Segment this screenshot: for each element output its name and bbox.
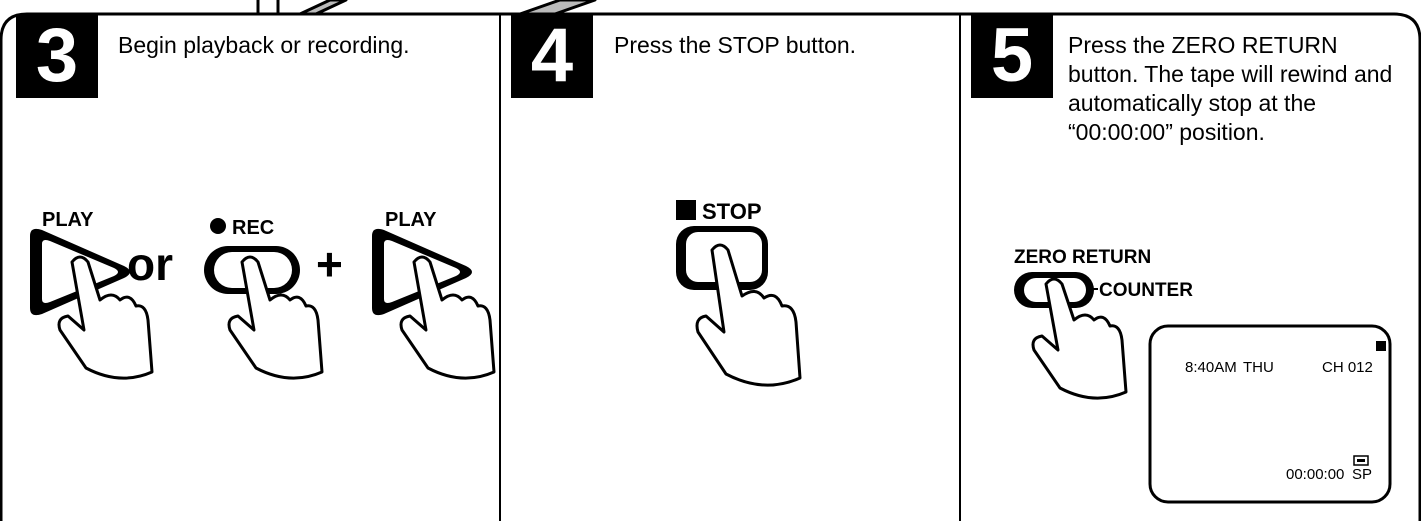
display-day: THU — [1243, 359, 1274, 376]
step-number-badge: 5 — [971, 14, 1053, 98]
or-text: or — [127, 238, 173, 290]
play-label: PLAY — [385, 209, 437, 231]
step-number-badge: 4 — [511, 14, 593, 98]
counter-label: COUNTER — [1099, 280, 1193, 301]
step-3-instruction: Begin playback or recording. — [118, 31, 488, 60]
stop-square-icon — [676, 200, 696, 220]
zero-return-label: ZERO RETURN — [1014, 247, 1151, 268]
step-4-instruction: Press the STOP button. — [614, 31, 944, 60]
rec-label: REC — [232, 217, 274, 239]
display-speed: SP — [1352, 466, 1372, 483]
step-3-illustration: PLAY or REC + PLAY — [30, 209, 494, 378]
display-counter: 00:00:00 — [1286, 466, 1344, 483]
play-label: PLAY — [42, 209, 94, 231]
step-5-instruction: Press the ZERO RETURN button. The tape w… — [1068, 31, 1404, 147]
display-channel: CH 012 — [1322, 359, 1373, 376]
display-time: 8:40AM — [1185, 359, 1237, 376]
step-number-badge: 3 — [16, 14, 98, 98]
rec-dot-icon — [210, 218, 226, 234]
stop-indicator-icon — [1376, 341, 1386, 351]
step-4-illustration: STOP — [676, 199, 800, 385]
connector-arrow-graphic — [258, 0, 595, 14]
step-5-illustration: ZERO RETURN COUNTER 8:40AM THU CH 012 00… — [1014, 247, 1390, 502]
plus-text: + — [316, 238, 343, 290]
stop-label: STOP — [702, 199, 762, 224]
